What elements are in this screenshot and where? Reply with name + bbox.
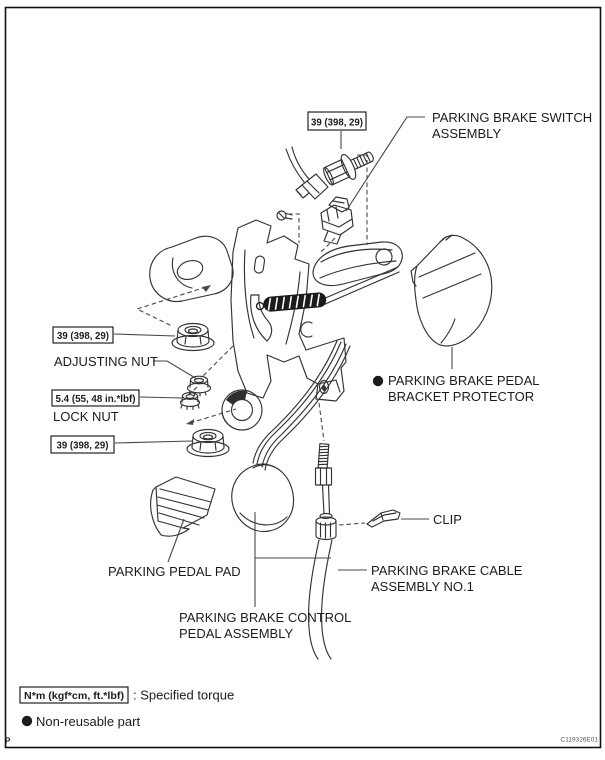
legend-torque-box <box>19 686 129 704</box>
assembly-dashed-lines <box>135 154 368 526</box>
torque-box-lower-nut <box>50 435 115 454</box>
torque-box-upper-nut <box>52 326 114 344</box>
pedal-part <box>231 463 295 533</box>
lower-flange-nut-part <box>186 428 230 458</box>
label-protector-line1: PARKING BRAKE PEDAL <box>388 373 539 388</box>
bracket-right-arm <box>312 241 403 287</box>
label-control-pedal-line1: PARKING BRAKE CONTROL <box>179 610 351 625</box>
protector-part <box>410 234 493 347</box>
cable-part <box>308 443 337 660</box>
upper-flange-nut-part <box>171 322 215 352</box>
spring-part <box>255 292 327 312</box>
pivot-hub <box>221 389 263 431</box>
label-control-pedal-line2: PEDAL ASSEMBLY <box>179 626 293 641</box>
nonreusable-bullet-protector <box>372 375 384 387</box>
legend-nonreusable: Non-reusable part <box>36 714 140 729</box>
label-cable-line2: ASSEMBLY NO.1 <box>371 579 474 594</box>
torque-value-upper-nut: 39 (398, 29) <box>57 330 109 342</box>
torque-box-lock-nut <box>51 389 140 407</box>
label-cable-line1: PARKING BRAKE CABLE <box>371 563 523 578</box>
callout-labels: 39 (398, 29) PARKING BRAKE SWITCH ASSEMB… <box>50 110 592 641</box>
spring-rod <box>322 266 400 306</box>
label-lock-nut: LOCK NUT <box>53 409 119 424</box>
figure-code: C119326E01 <box>561 737 599 744</box>
label-adjusting-nut: ADJUSTING NUT <box>54 354 158 369</box>
pedal-arm <box>252 340 351 471</box>
torque-box-top <box>307 111 367 131</box>
leader-lines <box>113 116 453 607</box>
switch-part <box>320 196 354 245</box>
legend-torque-unit: N*m (kgf*cm, ft.*lbf) <box>24 690 124 702</box>
label-switch-line1: PARKING BRAKE SWITCH <box>432 110 592 125</box>
legend-torque-meaning: : Specified torque <box>133 688 234 703</box>
torque-value-lock-nut: 5.4 (55, 48 in.*lbf) <box>56 393 136 405</box>
label-pedal-pad: PARKING PEDAL PAD <box>108 564 241 579</box>
switch-wire <box>285 146 329 200</box>
label-switch-line2: ASSEMBLY <box>432 126 501 141</box>
legend: N*m (kgf*cm, ft.*lbf) : Specified torque… <box>19 686 234 729</box>
bolt-part <box>323 151 374 186</box>
label-clip: CLIP <box>433 512 462 527</box>
pedal-pad-part <box>150 476 216 537</box>
clip-part <box>366 509 401 528</box>
torque-value-top: 39 (398, 29) <box>311 117 363 129</box>
torque-value-lower-nut: 39 (398, 29) <box>57 440 109 452</box>
lock-nut-part <box>179 392 201 411</box>
bracket-left-ear <box>149 235 234 303</box>
page-marker: P <box>5 737 11 746</box>
page-border <box>4 6 602 749</box>
label-protector-line2: BRACKET PROTECTOR <box>388 389 534 404</box>
nonreusable-bullet-legend <box>21 715 33 727</box>
